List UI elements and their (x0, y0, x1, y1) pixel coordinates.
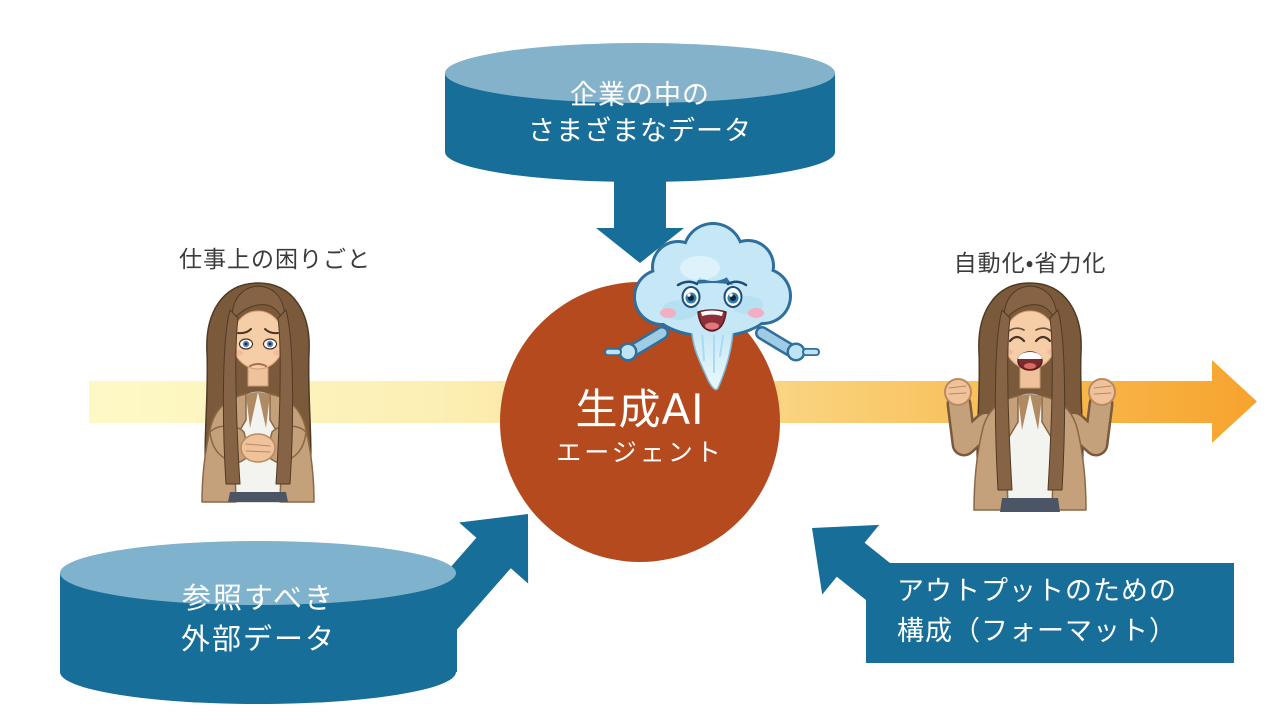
side-lock-left (994, 309, 1013, 491)
top-database-line1: 企業の中の (570, 80, 710, 111)
top-database-line2: さまざまなデータ (528, 116, 752, 147)
worried-brow-right (264, 328, 279, 335)
lapel-left (1018, 394, 1030, 430)
output-format-line2: 構成（フォーマット） (897, 616, 1177, 647)
skirt (1000, 498, 1060, 512)
mascot-blush-right (748, 308, 764, 318)
closed-eye-right (1034, 335, 1052, 343)
side-lock-right (275, 309, 294, 485)
mascot-blush-left (660, 308, 676, 318)
closed-eye-left (1008, 335, 1026, 343)
worried-woman-illustration (201, 282, 315, 503)
cylinder-top (445, 43, 835, 103)
worried-brow-left (237, 328, 252, 335)
top-database-cylinder (445, 43, 835, 182)
lapel-left (246, 392, 258, 428)
clasped-hands (240, 433, 276, 463)
fist-right (1088, 378, 1116, 406)
agent-circle-label: 生成AI エージェント (500, 386, 780, 468)
agent-subtitle: エージェント (556, 438, 724, 467)
top-database-label: 企業の中の さまざまなデータ (445, 78, 835, 150)
lapel-right (258, 392, 270, 428)
side-lock-right (1047, 309, 1066, 491)
external-database-line2: 外部データ (180, 622, 336, 656)
mascot-face (660, 280, 764, 332)
face (231, 310, 285, 370)
external-database-line1: 参照すべき (182, 581, 335, 615)
robot-arms (604, 326, 820, 362)
left-person-label: 仕事上の困りごと (179, 247, 371, 273)
external-database-cylinder (60, 541, 457, 704)
right-person-label: 自動化・省力化 (953, 251, 1107, 277)
frown-mouth (249, 363, 267, 367)
ai-cloud-mascot-icon (604, 222, 820, 391)
output-format-box (866, 563, 1234, 663)
happy-woman-illustration (944, 282, 1116, 512)
fist-left (944, 378, 972, 406)
mascot-mouth (697, 309, 727, 332)
output-format-line1: アウトプットのための (897, 576, 1177, 607)
brow-left (1008, 327, 1025, 332)
agent-title: 生成AI (575, 385, 705, 434)
brow-right (1035, 327, 1052, 332)
output-format-label: アウトプットのための 構成（フォーマット） (897, 572, 1227, 652)
lapel-right (1030, 394, 1042, 430)
finger-lines (245, 443, 271, 453)
side-lock-left (222, 309, 241, 485)
tongue (1024, 363, 1036, 369)
external-database-label: 参照すべき 外部データ (60, 578, 457, 660)
down-arrow (596, 170, 684, 263)
teeth (1018, 352, 1042, 359)
cylinder-top (60, 541, 456, 605)
skirt (228, 492, 288, 502)
